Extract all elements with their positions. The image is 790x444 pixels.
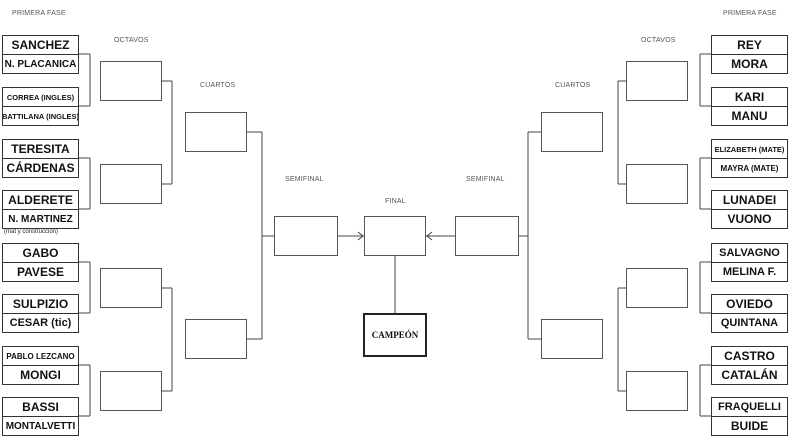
right-player-box: MANU (711, 106, 788, 126)
right-player-name: MORA (731, 57, 768, 71)
cuartos-slot (541, 112, 603, 152)
left-player-name: ALDERETE (8, 193, 73, 207)
right-player-name: SALVAGNO (719, 247, 780, 259)
right-player-box: BUIDE (711, 416, 788, 436)
left-player-name: PAVESE (17, 265, 64, 279)
right-player-box: FRAQUELLI (711, 397, 788, 417)
right-player-name: OVIEDO (726, 297, 773, 311)
right-player-name: LUNADEI (722, 193, 777, 207)
right-player-name: KARI (734, 90, 765, 104)
cuartos-left-label: CUARTOS (200, 82, 236, 89)
left-player-name: SULPIZIO (12, 297, 69, 311)
right-player-name: MAYRA (MATE) (720, 163, 779, 173)
primera-fase-right-label: PRIMERA FASE (723, 10, 777, 17)
champion-label: CAMPEÓN (371, 330, 419, 340)
final-label: FINAL (385, 198, 406, 205)
left-player-name: SANCHEZ (11, 38, 70, 52)
left-player-name: CORREA (INGLES) (6, 92, 75, 102)
left-player-name: TERESITA (11, 142, 70, 156)
right-player-box: VUONO (711, 209, 788, 229)
octavos-slot (626, 268, 688, 308)
left-final-arrow (357, 231, 364, 241)
left-player-box: ALDERETE (2, 190, 79, 210)
octavos-slot (626, 164, 688, 204)
left-player-box: BATTILANA (INGLES) (2, 106, 79, 126)
left-player-box: N. PLACANICA (2, 54, 79, 74)
left-player-box: GABO (2, 243, 79, 263)
right-player-box: ELIZABETH (MATE) (711, 139, 788, 159)
left-player-name: CESAR (tic) (9, 317, 72, 329)
left-player-box: MONGI (2, 365, 79, 385)
left-player-name: MONGI (20, 368, 61, 382)
right-player-box: CATALÁN (711, 365, 788, 385)
left-player-box: CESAR (tic) (2, 313, 79, 333)
right-player-name: FRAQUELLI (718, 401, 781, 413)
cuartos-right-label: CUARTOS (555, 82, 591, 89)
cuartos-slot (541, 319, 603, 359)
octavos-slot (100, 61, 162, 101)
left-player-box: PABLO LEZCANO (2, 346, 79, 366)
right-player-box: REY (711, 35, 788, 55)
octavos-slot (100, 268, 162, 308)
left-player-box: TERESITA (2, 139, 79, 159)
left-player-box: PAVESE (2, 262, 79, 282)
cuartos-slot (185, 319, 247, 359)
right-player-box: MELINA F. (711, 262, 788, 282)
left-player-box: N. MARTINEZ (2, 209, 79, 229)
left-player-box: SULPIZIO (2, 294, 79, 314)
octavos-right-label: OCTAVOS (641, 37, 676, 44)
right-player-name: MELINA F. (722, 266, 777, 278)
right-player-name: VUONO (727, 212, 772, 226)
right-player-name: QUINTANA (720, 317, 779, 329)
left-player-name: PABLO LEZCANO (6, 351, 75, 361)
semifinal-slot (455, 216, 519, 256)
semifinal-left-label: SEMIFINAL (285, 176, 324, 183)
primera-fase-left-label: PRIMERA FASE (12, 10, 66, 17)
left-player-box: CORREA (INGLES) (2, 87, 79, 107)
octavos-slot (626, 371, 688, 411)
right-player-box: SALVAGNO (711, 243, 788, 263)
right-player-name: MANU (731, 109, 768, 123)
right-player-box: LUNADEI (711, 190, 788, 210)
final-slot (364, 216, 426, 256)
left-player-name: MONTALVETTI (5, 420, 76, 432)
right-player-box: MORA (711, 54, 788, 74)
left-player-box: MONTALVETTI (2, 416, 79, 436)
left-player-name: GABO (22, 246, 59, 260)
right-player-name: REY (737, 38, 762, 52)
right-player-box: MAYRA (MATE) (711, 158, 788, 178)
right-player-name: CATALÁN (721, 368, 778, 382)
right-player-name: ELIZABETH (MATE) (714, 144, 785, 154)
left-player-box: SANCHEZ (2, 35, 79, 55)
left-player-name: CÁRDENAS (6, 161, 75, 175)
right-player-box: QUINTANA (711, 313, 788, 333)
right-final-arrow (426, 231, 433, 241)
octavos-left-label: OCTAVOS (114, 37, 149, 44)
right-player-box: CASTRO (711, 346, 788, 366)
left-player-name: N. MARTINEZ (8, 213, 73, 225)
octavos-slot (626, 61, 688, 101)
semifinal-right-label: SEMIFINAL (466, 176, 505, 183)
octavos-slot (100, 164, 162, 204)
cuartos-slot (185, 112, 247, 152)
left-player-name: BASSI (22, 400, 59, 414)
octavos-slot (100, 371, 162, 411)
martinez-note: (mat y construccion) (4, 229, 59, 235)
left-player-box: CÁRDENAS (2, 158, 79, 178)
champion-box: CAMPEÓN (363, 313, 427, 357)
right-player-box: KARI (711, 87, 788, 107)
semifinal-slot (274, 216, 338, 256)
right-player-name: BUIDE (730, 419, 769, 433)
right-player-box: OVIEDO (711, 294, 788, 314)
left-player-box: BASSI (2, 397, 79, 417)
right-player-name: CASTRO (724, 349, 775, 363)
left-player-name: BATTILANA (INGLES) (2, 111, 79, 121)
left-player-name: N. PLACANICA (4, 58, 77, 70)
